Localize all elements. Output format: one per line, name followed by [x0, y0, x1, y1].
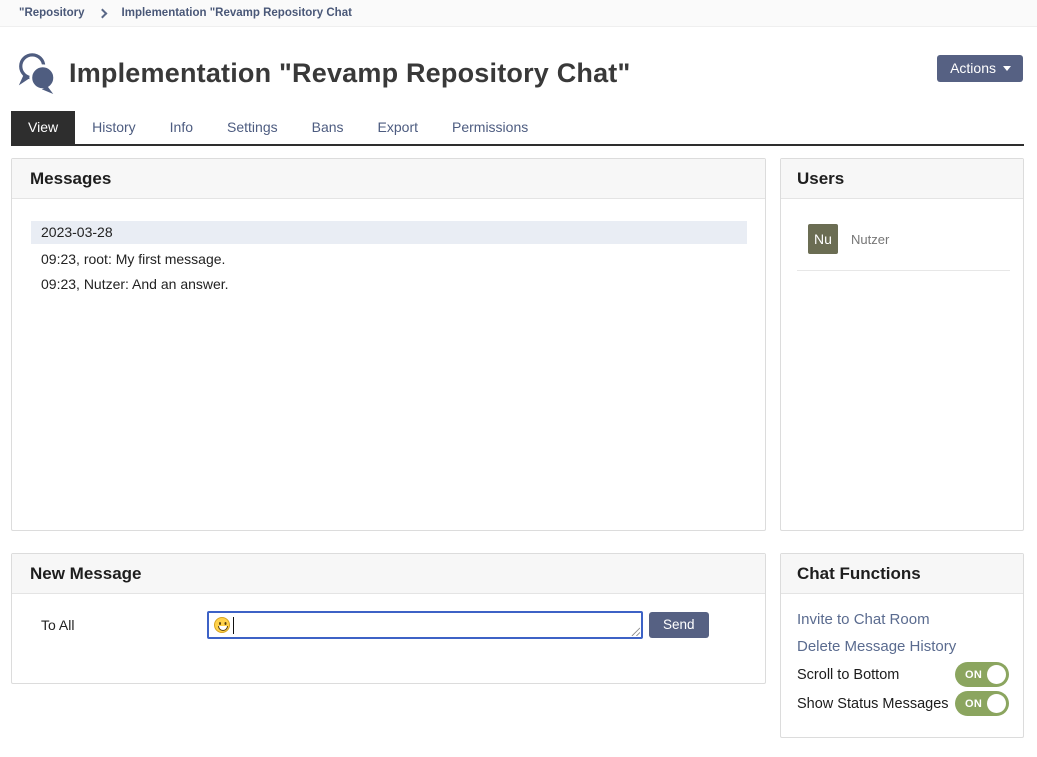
tab-view[interactable]: View [11, 111, 76, 144]
tab-settings[interactable]: Settings [227, 119, 278, 135]
message-item: 09:23, root: My first message. [41, 251, 226, 267]
tab-info[interactable]: Info [169, 119, 194, 135]
toggle-knob [987, 665, 1006, 684]
grinning-face-emoji-icon [214, 617, 230, 633]
resize-handle[interactable] [631, 627, 640, 636]
tab-permissions[interactable]: Permissions [452, 119, 529, 135]
content-area: Messages 2023-03-28 09:23, root: My firs… [0, 146, 1037, 738]
new-message-panel-title: New Message [12, 554, 765, 594]
caret-down-icon [1003, 65, 1011, 71]
text-cursor [233, 616, 234, 634]
message-input[interactable] [207, 611, 643, 639]
chat-functions-panel-title: Chat Functions [781, 554, 1023, 594]
user-list-item[interactable]: Nu Nutzer [797, 224, 1010, 271]
chat-bubbles-icon [18, 53, 57, 95]
tab-bans[interactable]: Bans [311, 119, 344, 135]
send-button[interactable]: Send [649, 612, 709, 638]
messages-panel: Messages 2023-03-28 09:23, root: My firs… [11, 158, 766, 531]
toggle-on-text: ON [965, 668, 983, 681]
user-name: Nutzer [851, 231, 890, 247]
recipient-label: To All [41, 617, 75, 633]
chat-functions-panel: Chat Functions Invite to Chat Room Delet… [780, 553, 1024, 738]
actions-button[interactable]: Actions [937, 55, 1023, 82]
avatar: Nu [808, 224, 838, 254]
message-list: 2023-03-28 09:23, root: My first message… [12, 199, 765, 297]
message-item: 09:23, Nutzer: And an answer. [41, 276, 229, 292]
message-date-header: 2023-03-28 [31, 221, 747, 244]
chevron-right-icon [97, 8, 107, 18]
breadcrumb-item-current[interactable]: Implementation "Revamp Repository Chat [121, 7, 352, 19]
messages-panel-title: Messages [12, 159, 765, 199]
users-panel-title: Users [781, 159, 1023, 199]
actions-button-label: Actions [950, 60, 996, 76]
tab-history[interactable]: History [92, 119, 136, 135]
toggle-on-text: ON [965, 697, 983, 710]
scroll-to-bottom-toggle[interactable]: ON [955, 662, 1009, 687]
delete-message-history-link[interactable]: Delete Message History [797, 638, 957, 655]
toggle-knob [987, 694, 1006, 713]
tab-bar: View History Info Settings Bans Export P… [11, 111, 1024, 146]
page-header: Implementation "Revamp Repository Chat" … [0, 27, 1037, 95]
scroll-to-bottom-label: Scroll to Bottom [797, 666, 900, 683]
show-status-messages-label: Show Status Messages [797, 695, 949, 712]
invite-to-chat-room-link[interactable]: Invite to Chat Room [797, 611, 930, 628]
breadcrumb: "Repository Implementation "Revamp Repos… [0, 0, 1037, 27]
show-status-messages-toggle[interactable]: ON [955, 691, 1009, 716]
breadcrumb-item-repository[interactable]: "Repository [19, 7, 85, 19]
page-title: Implementation "Revamp Repository Chat" [69, 57, 631, 88]
tab-export[interactable]: Export [377, 119, 418, 135]
users-panel: Users Nu Nutzer [780, 158, 1024, 531]
new-message-panel: New Message To All Send [11, 553, 766, 684]
